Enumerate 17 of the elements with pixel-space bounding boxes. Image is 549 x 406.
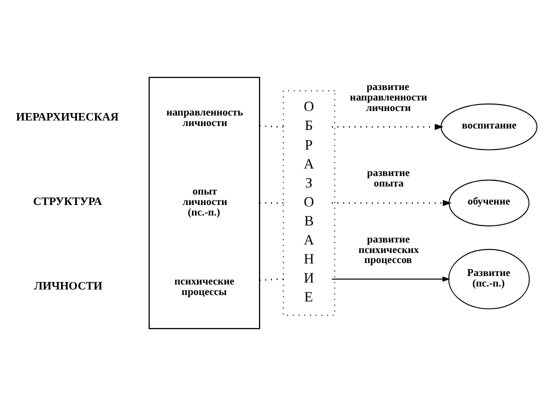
arrow: [332, 200, 452, 206]
node-text: опыт личности (пс.-п.): [182, 186, 228, 219]
node-box: ОБРАЗОВАНИЕ: [282, 90, 336, 316]
edge-label: развитие направленности личности: [350, 82, 428, 114]
node-text: направленность личности: [166, 107, 244, 129]
cluster: [148, 76, 260, 330]
node-ellipse: обучение: [448, 180, 530, 226]
label: ИЕРАРХИЧЕСКАЯ: [16, 111, 119, 124]
arrow: [331, 276, 450, 282]
node-ellipse: Развитие (пс.-п.): [448, 248, 530, 310]
edge-label: развитие психических процессов: [358, 234, 420, 266]
node-ellipse: воспитание: [440, 104, 538, 150]
node-text: психические процессы: [174, 276, 234, 298]
label: СТРУКТУРА: [33, 196, 102, 208]
label: ЛИЧНОСТИ: [34, 280, 102, 293]
arrow: [332, 124, 444, 130]
edge-label: развитие опыта: [367, 168, 410, 190]
